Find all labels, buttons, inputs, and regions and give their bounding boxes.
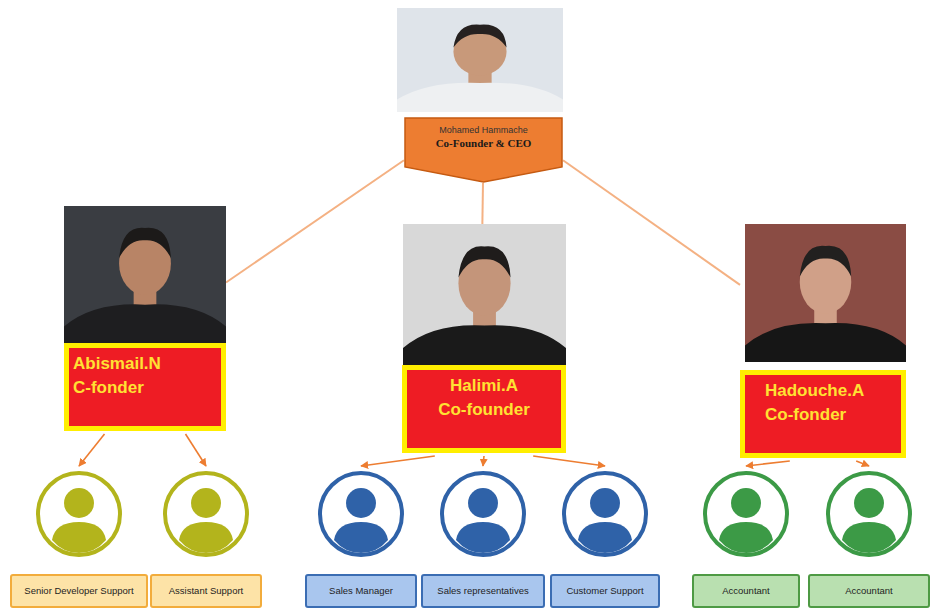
ceo-card: Mohamed HammacheCo-Founder & CEO bbox=[397, 8, 563, 183]
portrait-photo bbox=[64, 206, 226, 343]
node-label: Accountant bbox=[845, 585, 893, 596]
arrow-connector bbox=[186, 434, 207, 466]
arrow-connector bbox=[483, 456, 484, 466]
role-box: Accountant bbox=[808, 574, 930, 608]
org-line bbox=[226, 160, 404, 282]
person-icon bbox=[35, 468, 123, 560]
name-box: Halimi.ACo-founder bbox=[402, 365, 566, 453]
role-box: Sales Manager bbox=[305, 574, 417, 608]
person-icon bbox=[162, 468, 250, 560]
node-label: C-fonder bbox=[73, 376, 217, 400]
name-box: Hadouche.ACo-fonder bbox=[740, 370, 906, 458]
node-label: Sales representatives bbox=[437, 585, 528, 596]
node-label: Sales Manager bbox=[329, 585, 393, 596]
person-icon bbox=[561, 468, 649, 560]
role-card: Sales representatives bbox=[421, 468, 545, 608]
person-icon bbox=[702, 468, 790, 560]
portrait-photo bbox=[403, 224, 566, 365]
arrow-connector bbox=[79, 434, 105, 466]
org-line bbox=[481, 183, 484, 224]
role-box: Sales representatives bbox=[421, 574, 545, 608]
founder-card: Hadouche.ACo-fonder bbox=[740, 224, 906, 458]
node-label: Accountant bbox=[722, 585, 770, 596]
arrow-connector bbox=[361, 456, 435, 466]
node-label: Mohamed Hammache bbox=[410, 124, 557, 136]
role-card: Accountant bbox=[808, 468, 930, 608]
title-banner: Mohamed HammacheCo-Founder & CEO bbox=[404, 117, 563, 183]
person-icon bbox=[439, 468, 527, 560]
node-label: Co-fonder bbox=[765, 403, 897, 427]
org-line bbox=[563, 160, 740, 285]
role-box: Assistant Support bbox=[150, 574, 262, 608]
role-box: Customer Support bbox=[550, 574, 660, 608]
node-label: Hadouche.A bbox=[765, 379, 897, 403]
portrait-photo bbox=[397, 8, 563, 112]
node-label: Co-founder bbox=[411, 398, 557, 422]
person-icon bbox=[317, 468, 405, 560]
node-label: Senior Developer Support bbox=[24, 585, 133, 596]
founder-card: Halimi.ACo-founder bbox=[402, 224, 566, 453]
arrow-connector bbox=[533, 456, 605, 466]
role-card: Sales Manager bbox=[305, 468, 417, 608]
role-card: Accountant bbox=[692, 468, 800, 608]
founder-card: Abismail.NC-fonder bbox=[64, 206, 226, 431]
arrow-connector bbox=[856, 461, 869, 466]
portrait-photo bbox=[745, 224, 906, 362]
node-label: Customer Support bbox=[566, 585, 643, 596]
arrow-connector bbox=[746, 461, 790, 466]
person-icon bbox=[825, 468, 913, 560]
role-card: Senior Developer Support bbox=[10, 468, 148, 608]
role-card: Customer Support bbox=[550, 468, 660, 608]
name-box: Abismail.NC-fonder bbox=[64, 343, 226, 431]
role-box: Accountant bbox=[692, 574, 800, 608]
node-label: Halimi.A bbox=[411, 374, 557, 398]
node-label: Assistant Support bbox=[169, 585, 243, 596]
role-box: Senior Developer Support bbox=[10, 574, 148, 608]
node-label: Abismail.N bbox=[73, 352, 217, 376]
role-card: Assistant Support bbox=[150, 468, 262, 608]
node-label: Co-Founder & CEO bbox=[410, 136, 557, 151]
